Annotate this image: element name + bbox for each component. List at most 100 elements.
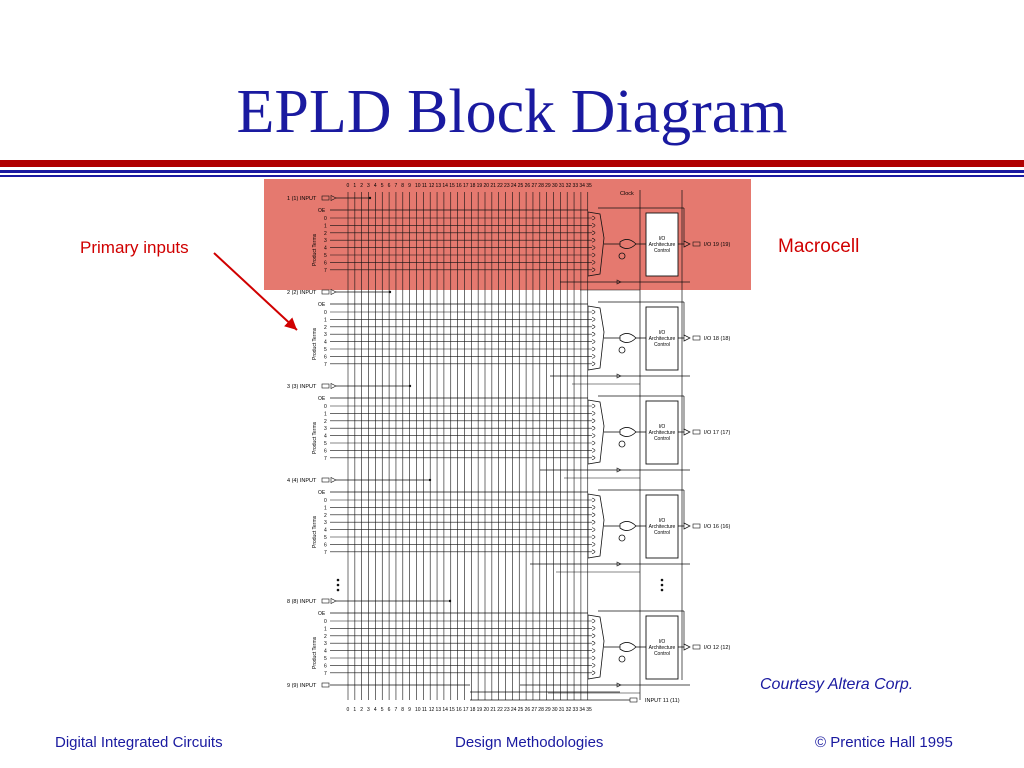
term-number: 0 [324,310,327,316]
and-term [591,505,596,510]
input-label: 2 (2) INPUT [287,290,317,296]
input-buffer [330,598,337,604]
slide-title: EPLD Block Diagram [236,78,788,146]
and-term [591,527,596,532]
term-number: 2 [324,325,327,331]
column-number-top: 5 [381,183,384,189]
footer-left: Digital Integrated Circuits [55,734,223,751]
column-number-bottom: 18 [470,707,476,713]
and-term [591,230,596,236]
term-number: 4 [324,528,327,534]
io-architecture-control-label: Architecture [649,242,676,248]
xor-gate [619,521,637,531]
and-term [591,512,596,518]
output-pin [692,241,701,247]
and-term [591,361,596,367]
term-number: 2 [324,419,327,425]
input-pin [321,195,330,201]
io-architecture-control-label: Architecture [649,524,676,530]
column-number-top: 14 [442,183,448,189]
column-number-bottom: 34 [579,707,585,713]
column-number-bottom: 33 [573,707,579,713]
column-number-top: 8 [401,183,404,189]
column-number-bottom: 11 [422,707,427,713]
input-label: 9 (9) INPUT [287,683,317,689]
or-gate [587,305,605,371]
and-term [591,403,596,409]
input-junction [428,478,432,482]
and-term [591,309,596,315]
or-gate [587,211,605,277]
column-number-bottom: 29 [545,707,551,713]
io-architecture-control-label: I/O [659,639,666,645]
and-term [591,519,596,525]
term-number: 4 [324,246,327,252]
term-number: 1 [324,626,327,632]
and-term [591,640,596,646]
column-number-bottom: 10 [415,707,421,713]
io-architecture-control-label: Architecture [649,645,676,651]
input-pin [629,697,638,703]
term-number: 2 [324,513,327,519]
input-buffer [330,289,337,295]
column-number-top: 22 [497,183,503,189]
term-number: 0 [324,619,327,625]
column-number-bottom: 31 [559,707,565,713]
and-term [591,448,596,453]
column-number-top: 28 [538,183,544,189]
primary-inputs-label: Primary inputs [80,238,189,257]
column-number-top: 23 [504,183,510,189]
oe-label: OE [318,396,326,402]
io-architecture-control-label: I/O [659,518,666,524]
term-number: 6 [324,542,327,548]
term-number: 1 [324,223,327,229]
ellipsis-dot [660,583,664,587]
term-number: 4 [324,340,327,346]
term-number: 3 [324,520,327,526]
and-term [591,670,596,676]
column-number-bottom: 25 [518,707,524,713]
io-architecture-control-label: I/O [659,330,666,336]
output-buffer [683,522,691,530]
column-number-bottom: 15 [449,707,455,713]
product-terms-label: Product Terms [312,421,318,454]
term-number: 0 [324,498,327,504]
and-term [591,440,596,446]
and-term [591,223,596,228]
term-number: 1 [324,411,327,417]
ellipsis-dot [660,588,664,592]
product-terms-label: Product Terms [312,636,318,669]
or-gate [587,399,605,465]
term-number: 5 [324,656,327,662]
column-number-top: 12 [429,183,435,189]
output-pin [692,644,701,650]
io-pin-label: I/O 18 (18) [704,336,730,342]
product-terms-label: Product Terms [312,515,318,548]
column-number-bottom: 7 [394,707,397,713]
column-number-top: 31 [559,183,565,189]
and-term [591,317,596,322]
output-pin [692,429,701,435]
column-number-top: 32 [566,183,572,189]
and-term [591,626,596,631]
term-number: 3 [324,641,327,647]
feedback-buffer [616,279,622,285]
oe-label: OE [318,302,326,308]
column-number-top: 33 [573,183,579,189]
column-number-bottom: 20 [484,707,490,713]
column-number-bottom: 13 [436,707,442,713]
column-number-top: 34 [579,183,585,189]
column-number-top: 29 [545,183,551,189]
input-pin [321,383,330,389]
io-architecture-control-label: Control [654,248,670,254]
input-label: 8 (8) INPUT [287,599,317,605]
term-number: 3 [324,332,327,338]
and-term [591,618,596,624]
column-number-top: 17 [463,183,469,189]
column-number-bottom: 26 [525,707,531,713]
column-number-top: 11 [422,183,427,189]
and-term [591,648,596,653]
term-number: 3 [324,238,327,244]
column-number-bottom: 8 [401,707,404,713]
and-term [591,418,596,424]
